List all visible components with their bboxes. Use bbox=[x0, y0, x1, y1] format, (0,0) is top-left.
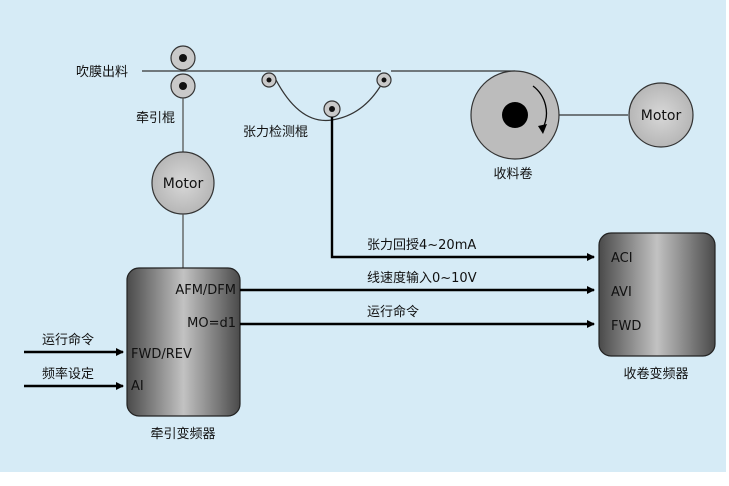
traction-roller-pair bbox=[170, 45, 196, 99]
winding-inverter-box bbox=[598, 232, 716, 357]
winding-roll-label: 收料卷 bbox=[493, 166, 532, 182]
port-ai: AI bbox=[131, 379, 144, 394]
line-speed-label: 线速度输入0~10V bbox=[367, 270, 477, 286]
freq-setting-label: 频率设定 bbox=[42, 366, 94, 382]
tension-feedback-line bbox=[330, 117, 595, 261]
port-mo-d1: MO=d1 bbox=[187, 316, 236, 331]
winding-roll bbox=[470, 70, 560, 160]
port-avi: AVI bbox=[611, 285, 632, 300]
idler-roller-right bbox=[376, 72, 392, 88]
motor-right-icon bbox=[628, 82, 694, 148]
traction-roller-label: 牵引棍 bbox=[136, 111, 175, 126]
blown-film-output-label: 吹膜出料 bbox=[76, 65, 128, 80]
port-aci: ACI bbox=[611, 251, 633, 266]
traction-inverter-box bbox=[126, 267, 241, 417]
winding-inverter-label: 收卷变频器 bbox=[623, 366, 688, 382]
port-afm-dfm: AFM/DFM bbox=[175, 283, 236, 298]
tension-roller-label: 张力检测棍 bbox=[243, 125, 308, 140]
port-fwd-rev: FWD/REV bbox=[131, 347, 192, 362]
idler-roller-left bbox=[261, 72, 277, 88]
run-command-in-label: 运行命令 bbox=[42, 332, 94, 348]
traction-inverter-label: 牵引变频器 bbox=[150, 426, 215, 442]
run-command-out-label: 运行命令 bbox=[367, 304, 419, 320]
port-fwd: FWD bbox=[611, 319, 641, 334]
tension-feedback-label: 张力回授4~20mA bbox=[367, 238, 476, 253]
tension-roller bbox=[323, 100, 341, 118]
motor-left-label: Motor bbox=[163, 176, 204, 192]
motor-right-label: Motor bbox=[641, 108, 682, 124]
